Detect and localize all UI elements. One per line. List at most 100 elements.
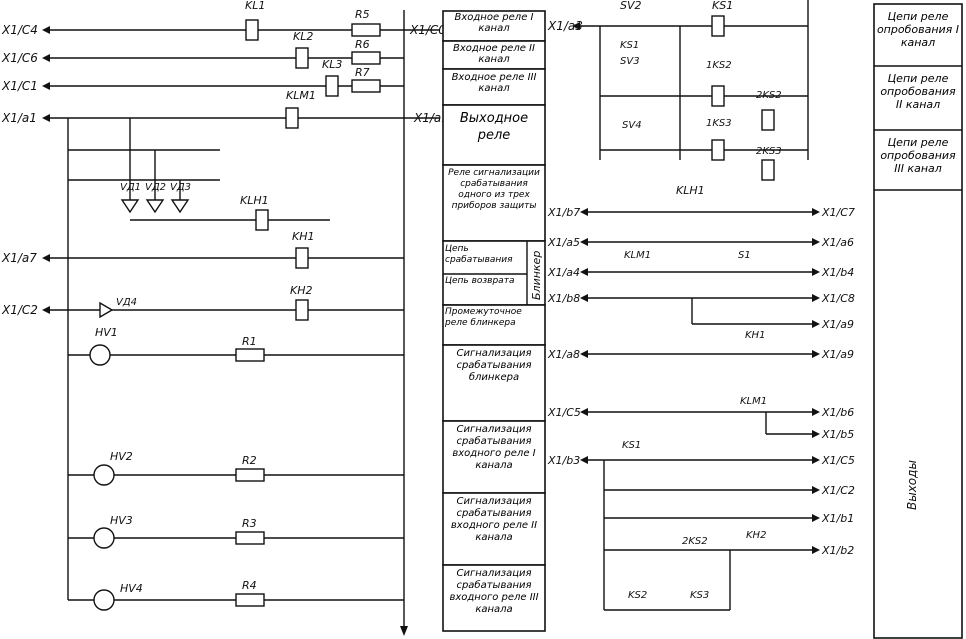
left-circuit: X1/C4 KL1 R5 X1/C0 X1/C6 KL2 R6 X1/C1 KL… (1, 0, 457, 636)
relay-label: KS1 (620, 40, 639, 51)
lamp-label: HV4 (120, 582, 143, 595)
relay-label: 2KS2 (756, 90, 782, 101)
terminal-label: X1/b8 (547, 292, 580, 305)
terminal-label: X1/C6 (1, 51, 38, 65)
relay-label: KLM1 (286, 89, 316, 102)
right-label: Цепи реле опробования I канал (876, 10, 960, 49)
diode-label: VД4 (116, 297, 137, 308)
middle-label-column: Входное реле I канал Входное реле II кан… (442, 10, 546, 632)
relay-label: KS1 (712, 0, 733, 12)
terminal-label: X1/a1 (1, 111, 37, 125)
terminal-label: X1/b1 (821, 512, 854, 525)
switch-label: SV3 (620, 56, 640, 67)
terminal-label: X1/C0 (409, 23, 446, 37)
relay-label: 2KS3 (756, 146, 782, 157)
relay-label: 2KS2 (682, 536, 708, 547)
lamp-label: HV2 (110, 450, 133, 463)
middle-label: Реле сигнализации срабатывания одного из… (448, 168, 540, 211)
relay-label: KH1 (292, 230, 314, 243)
relay-label: KH1 (745, 330, 765, 341)
switch-label: SV4 (622, 120, 642, 131)
terminal-label: X1/C5 (547, 406, 581, 419)
middle-label: Цепь возврата (445, 276, 515, 286)
right-label: Цепи реле опробования II канал (880, 72, 956, 111)
lamp-row: HV3 R3 (68, 514, 404, 549)
terminal-label: X1/b2 (821, 544, 854, 557)
middle-label: Сигнализация срабатывания блинкера (456, 348, 532, 383)
output-line: X1/b8 X1/C8 X1/a9 (547, 292, 855, 331)
middle-label: Сигнализация срабатывания входного реле … (452, 424, 536, 471)
lamp-row: HV2 R2 (68, 450, 404, 486)
middle-label: Входное реле III канал (451, 72, 537, 94)
terminal-label: X1/a5 (547, 236, 580, 249)
output-line: X1/b7 X1/C7 KLH1 (547, 184, 855, 219)
lamp-row: HV4 R4 (68, 579, 404, 611)
resistor-label: R3 (242, 517, 257, 530)
resistor-label: R1 (242, 335, 257, 348)
output-line: X1/a5 X1/a6 (547, 236, 854, 249)
output-line: X1/b3 X1/C5 X1/C2 X1/b1 X1/b2 KS1 KS2 KS… (547, 440, 855, 611)
output-line: X1/a8 X1/a9 KH1 (547, 330, 854, 361)
switch-label: S1 (738, 250, 751, 261)
outputs-label: Выходы (905, 460, 919, 510)
diode-label: VД1 (120, 182, 141, 193)
terminal-label: X1/b6 (821, 406, 854, 419)
right-label: Цепи реле опробования III канал (880, 136, 956, 175)
terminal-label: X1/a8 (547, 348, 580, 361)
relay-label: KS3 (690, 590, 709, 601)
relay-label: 1KS2 (706, 60, 732, 71)
blinker-label: Блинкер (530, 251, 543, 300)
middle-label: Входное реле I канал (454, 12, 534, 34)
terminal-label: X1/a9 (821, 348, 854, 361)
relay-label: KH2 (290, 284, 312, 297)
relay-label: KL2 (293, 30, 313, 43)
lamp-label: HV3 (110, 514, 133, 527)
resistor-label: R5 (355, 8, 370, 21)
terminal-label: X1/b5 (821, 428, 854, 441)
terminal-label: X1/C4 (1, 23, 38, 37)
relay-label: KH2 (746, 530, 766, 541)
output-line: X1/C5 X1/b6 X1/b5 KLM1 (547, 396, 854, 441)
terminal-label: X1/C5 (821, 454, 855, 467)
relay-label: KL1 (245, 0, 265, 12)
relay-label: KLM1 (740, 396, 767, 407)
terminal-label: X1/a4 (547, 266, 580, 279)
terminal-label: X1/C2 (1, 303, 38, 317)
output-circuit: X1/a3 KS1 SV2 SV3 SV4 KS1 1KS2 1KS3 2KS2… (547, 0, 855, 611)
diode-label: VД3 (170, 182, 191, 193)
terminal-label: X1/a7 (1, 251, 37, 265)
resistor-label: R4 (242, 579, 257, 592)
terminal-label: X1/C7 (821, 206, 855, 219)
terminal-label: X1/a9 (821, 318, 854, 331)
lamp-label: HV1 (95, 326, 118, 339)
relay-label: KS2 (628, 590, 647, 601)
middle-label: Входное реле II канал (453, 43, 535, 65)
relay-label: KLH1 (240, 194, 269, 207)
switch-label: SV2 (620, 0, 642, 12)
right-label-column: Цепи реле опробования I канал Цепи реле … (873, 3, 963, 639)
diode-label: VД2 (145, 182, 166, 193)
terminal-label: X1/a6 (821, 236, 854, 249)
terminal-label: X1/C2 (821, 484, 855, 497)
middle-label: Промежуточное реле блинкера (445, 307, 522, 328)
relay-label: KLH1 (676, 184, 705, 197)
resistor-label: R6 (355, 38, 370, 51)
terminal-label: X1/b4 (821, 266, 854, 279)
output-line: X1/a4 X1/b4 KLM1 S1 (547, 250, 854, 279)
resistor-label: R7 (355, 66, 370, 79)
relay-label: KLM1 (624, 250, 651, 261)
relay-label: KL3 (322, 58, 342, 71)
terminal-label: X1/b7 (547, 206, 580, 219)
terminal-label: X1/C1 (1, 79, 38, 93)
lamp-row: HV1 R1 (68, 326, 404, 366)
terminal-label: X1/C8 (821, 292, 855, 305)
terminal-label: X1/a3 (547, 19, 583, 33)
middle-label: Цепь срабатывания (445, 244, 513, 265)
relay-label: 1KS3 (706, 118, 732, 129)
resistor-label: R2 (242, 454, 257, 467)
middle-label: Выходное реле (459, 111, 529, 143)
relay-label: KS1 (622, 440, 641, 451)
middle-label: Сигнализация срабатывания входного реле … (450, 496, 538, 543)
middle-label: Сигнализация срабатывания входного реле … (449, 568, 539, 615)
